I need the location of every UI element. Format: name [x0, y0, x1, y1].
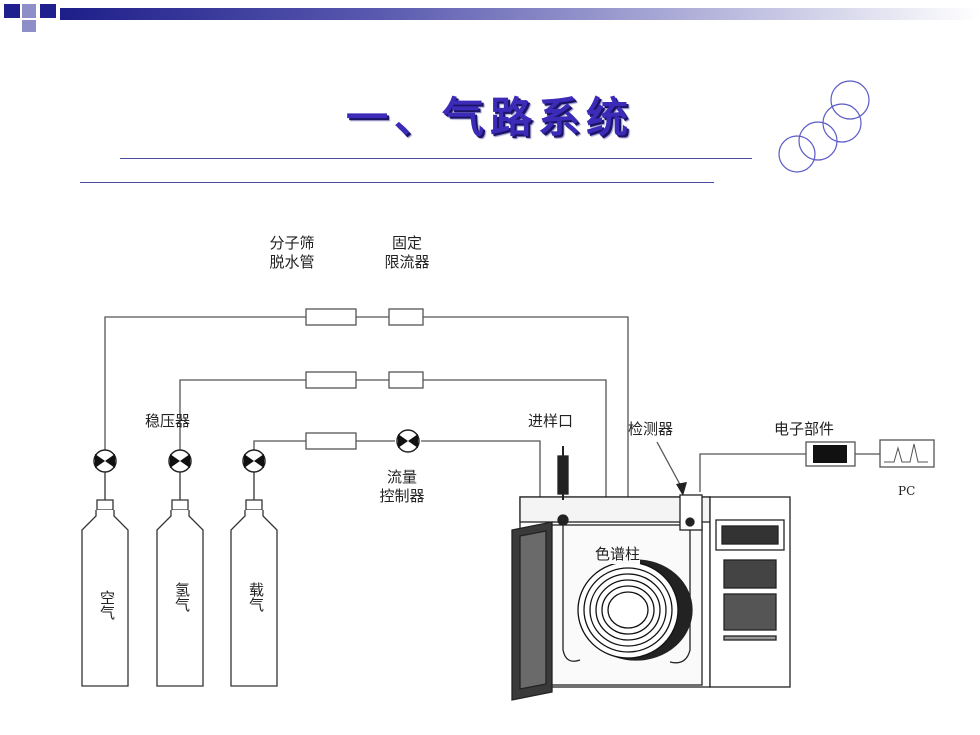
- cylinder-air: [81, 472, 129, 687]
- detector-pointer: [656, 441, 684, 491]
- label-injector: 进样口: [528, 412, 574, 430]
- slide-title: 一、气路系统: [345, 93, 634, 142]
- header-square: [22, 20, 36, 32]
- pc-box: [879, 439, 935, 468]
- cylinder-label-hydrogen: 氢气: [173, 582, 191, 612]
- sieve-tube-3: [305, 432, 357, 450]
- detector-arrowhead: [676, 482, 687, 496]
- header-square: [22, 4, 36, 18]
- gc-instrument: [511, 446, 791, 701]
- restrictor-2: [388, 371, 424, 389]
- sieve-tube-2: [305, 371, 357, 389]
- sieve-tube-1: [305, 308, 357, 326]
- header-bar: [4, 4, 980, 32]
- label-column: 色谱柱: [595, 545, 641, 564]
- decorative-circles: [778, 80, 870, 173]
- cylinder-label-air: 空气: [98, 590, 116, 620]
- header-square: [40, 4, 56, 18]
- label-molecular-sieve: 分子筛 脱水管: [269, 234, 315, 271]
- electronics-chip: [813, 445, 847, 463]
- header-square: [4, 4, 20, 18]
- label-pressure-regulator: 稳压器: [145, 412, 191, 430]
- label-detector: 检测器: [628, 420, 674, 438]
- restrictor-1: [388, 308, 424, 326]
- cylinder-label-carrier: 载气: [247, 582, 265, 612]
- label-pc: PC: [898, 484, 916, 498]
- title-rule-upper: [120, 158, 752, 159]
- header-gradient-band: [60, 8, 980, 20]
- cylinder-hydrogen: [156, 472, 204, 687]
- label-flow-controller: 流量 控制器: [379, 468, 425, 505]
- label-electronics: 电子部件: [774, 420, 835, 438]
- detector-signal-line: [699, 453, 806, 492]
- label-fixed-restrictor: 固定 限流器: [384, 234, 430, 271]
- title-rule-lower: [80, 182, 714, 183]
- regulator-valves: [93, 429, 420, 473]
- cylinder-carrier: [230, 472, 278, 687]
- pc-chromatogram: [884, 443, 928, 463]
